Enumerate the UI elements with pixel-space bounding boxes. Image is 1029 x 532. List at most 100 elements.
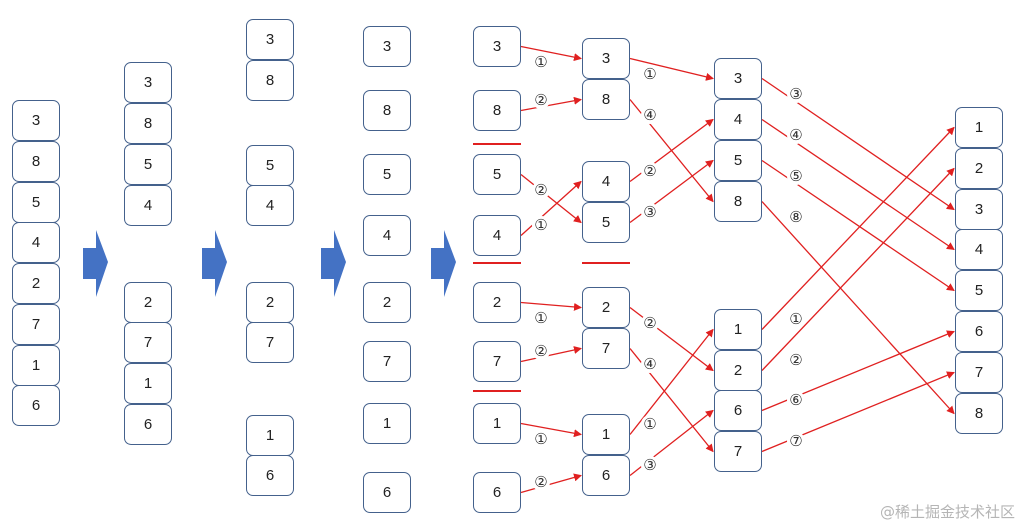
value-box: 4 bbox=[363, 215, 411, 256]
value-box: 6 bbox=[12, 385, 60, 426]
value-box: 4 bbox=[12, 222, 60, 263]
value-box: 6 bbox=[955, 311, 1003, 352]
value-box: 4 bbox=[955, 229, 1003, 270]
merge-link bbox=[520, 473, 582, 494]
step-order-badge: ① bbox=[532, 215, 550, 234]
value-box: 4 bbox=[582, 161, 630, 202]
value-box: 4 bbox=[714, 99, 762, 140]
block-arrow-icon bbox=[431, 230, 456, 297]
group-separator bbox=[582, 262, 630, 264]
value-box: 8 bbox=[124, 103, 172, 144]
value-box: 3 bbox=[955, 189, 1003, 230]
value-box: 5 bbox=[582, 202, 630, 243]
value-box: 3 bbox=[582, 38, 630, 79]
step-order-badge: ② bbox=[532, 341, 550, 360]
step-order-badge: ④ bbox=[787, 125, 805, 144]
step-order-badge: ⑧ bbox=[787, 207, 805, 226]
value-box: 3 bbox=[473, 26, 521, 67]
step-order-badge: ⑥ bbox=[787, 390, 805, 409]
watermark: @稀土掘金技术社区 bbox=[879, 503, 1015, 521]
value-box: 7 bbox=[582, 328, 630, 369]
value-box: 7 bbox=[473, 341, 521, 382]
value-box: 5 bbox=[363, 154, 411, 195]
merge-link bbox=[761, 167, 955, 371]
value-box: 6 bbox=[124, 404, 172, 445]
value-box: 4 bbox=[473, 215, 521, 256]
merge-link bbox=[520, 173, 582, 224]
value-box: 8 bbox=[582, 79, 630, 120]
value-box: 1 bbox=[12, 345, 60, 386]
value-box: 6 bbox=[473, 472, 521, 513]
value-box: 6 bbox=[246, 455, 294, 496]
step-order-badge: ② bbox=[532, 180, 550, 199]
value-box: 7 bbox=[363, 341, 411, 382]
value-box: 2 bbox=[363, 282, 411, 323]
merge-link bbox=[520, 346, 582, 363]
value-box: 1 bbox=[473, 403, 521, 444]
value-box: 5 bbox=[955, 270, 1003, 311]
value-box: 5 bbox=[12, 182, 60, 223]
block-arrow-icon bbox=[202, 230, 227, 297]
step-order-badge: ⑤ bbox=[787, 166, 805, 185]
group-separator bbox=[473, 262, 521, 264]
step-order-badge: ③ bbox=[787, 84, 805, 103]
value-box: 1 bbox=[714, 309, 762, 350]
step-order-badge: ① bbox=[532, 52, 550, 71]
value-box: 5 bbox=[473, 154, 521, 195]
step-order-badge: ④ bbox=[641, 105, 659, 124]
value-box: 3 bbox=[714, 58, 762, 99]
value-box: 7 bbox=[124, 322, 172, 363]
step-order-badge: ② bbox=[641, 161, 659, 180]
value-box: 7 bbox=[955, 352, 1003, 393]
value-box: 7 bbox=[714, 431, 762, 472]
step-order-badge: ④ bbox=[641, 354, 659, 373]
value-box: 2 bbox=[473, 282, 521, 323]
block-arrow-icon bbox=[321, 230, 346, 297]
merge-link bbox=[761, 126, 955, 330]
value-box: 1 bbox=[582, 414, 630, 455]
step-order-badge: ③ bbox=[641, 455, 659, 474]
value-box: 3 bbox=[12, 100, 60, 141]
value-box: 2 bbox=[246, 282, 294, 323]
value-box: 3 bbox=[363, 26, 411, 67]
merge-link bbox=[520, 96, 582, 112]
step-order-badge: ① bbox=[641, 414, 659, 433]
value-box: 3 bbox=[124, 62, 172, 103]
merge-link bbox=[520, 301, 582, 311]
value-box: 7 bbox=[12, 304, 60, 345]
value-box: 2 bbox=[12, 263, 60, 304]
value-box: 1 bbox=[955, 107, 1003, 148]
step-order-badge: ① bbox=[641, 64, 659, 83]
value-box: 3 bbox=[246, 19, 294, 60]
value-box: 2 bbox=[955, 148, 1003, 189]
merge-link bbox=[520, 180, 582, 236]
value-box: 4 bbox=[124, 185, 172, 226]
value-box: 5 bbox=[124, 144, 172, 185]
value-box: 6 bbox=[363, 472, 411, 513]
value-box: 1 bbox=[363, 403, 411, 444]
step-order-badge: ① bbox=[787, 309, 805, 328]
value-box: 8 bbox=[246, 60, 294, 101]
value-box: 7 bbox=[246, 322, 294, 363]
value-box: 6 bbox=[714, 390, 762, 431]
step-order-badge: ② bbox=[787, 350, 805, 369]
value-box: 5 bbox=[246, 145, 294, 186]
value-box: 8 bbox=[473, 90, 521, 131]
value-box: 2 bbox=[714, 350, 762, 391]
value-box: 8 bbox=[12, 141, 60, 182]
value-box: 1 bbox=[124, 363, 172, 404]
group-separator bbox=[473, 390, 521, 392]
value-box: 4 bbox=[246, 185, 294, 226]
merge-link bbox=[520, 422, 582, 438]
step-order-badge: ② bbox=[532, 472, 550, 491]
step-order-badge: ③ bbox=[641, 202, 659, 221]
value-box: 8 bbox=[363, 90, 411, 131]
step-order-badge: ① bbox=[532, 429, 550, 448]
value-box: 6 bbox=[582, 455, 630, 496]
value-box: 8 bbox=[714, 181, 762, 222]
step-order-badge: ② bbox=[641, 313, 659, 332]
merge-link bbox=[520, 45, 582, 62]
value-box: 2 bbox=[124, 282, 172, 323]
merge-link bbox=[761, 201, 955, 415]
